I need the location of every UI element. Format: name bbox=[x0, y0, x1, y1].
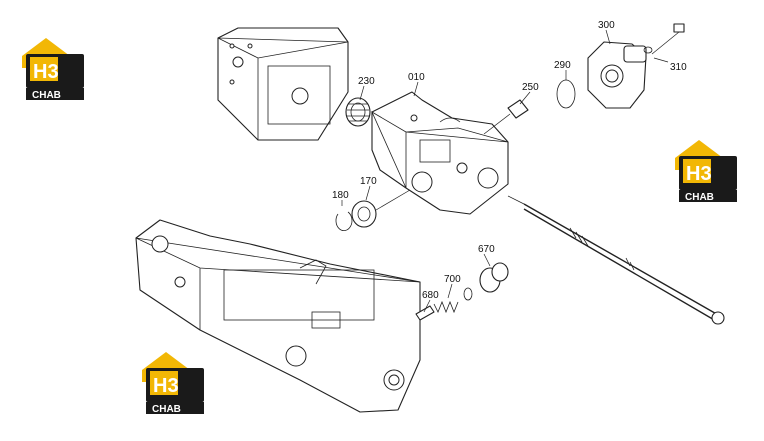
snap-ring-part-180 bbox=[335, 211, 353, 232]
o-ring-part-290 bbox=[556, 79, 576, 109]
logo-mark: H3 bbox=[153, 375, 179, 397]
callout-230: 230 bbox=[358, 76, 375, 87]
callout-250: 250 bbox=[522, 82, 539, 93]
spring-part-700 bbox=[433, 287, 473, 314]
callout-300: 300 bbox=[598, 20, 615, 31]
callout-170: 170 bbox=[360, 176, 377, 187]
logo-badge bbox=[150, 371, 178, 395]
logo-caption: CHAB bbox=[152, 404, 181, 415]
lower-housing bbox=[135, 219, 421, 413]
callout-labels: 230 010 250 290 300 310 170 180 670 700 … bbox=[332, 20, 687, 301]
spool-shaft bbox=[507, 195, 725, 325]
logo-band bbox=[26, 88, 84, 100]
callout-010: 010 bbox=[408, 72, 425, 83]
callout-700: 700 bbox=[444, 274, 461, 285]
leader-lines bbox=[341, 29, 669, 313]
valve-body-010 bbox=[371, 91, 509, 215]
callout-310: 310 bbox=[670, 62, 687, 73]
upper-housing-block bbox=[217, 27, 349, 141]
callout-290: 290 bbox=[554, 60, 571, 71]
logo-band bbox=[679, 190, 737, 202]
brand-logo: H3 CHAB bbox=[22, 38, 84, 101]
callout-180: 180 bbox=[332, 190, 349, 201]
bolt-part-310 bbox=[643, 23, 685, 55]
pin-part-250 bbox=[483, 99, 529, 135]
gear-part-230 bbox=[345, 97, 371, 127]
cover-part-300 bbox=[587, 41, 647, 109]
logo-caption: CHAB bbox=[32, 90, 61, 101]
logo-caption: CHAB bbox=[685, 192, 714, 203]
plug-part-670 bbox=[479, 262, 509, 293]
logo-mark: H3 bbox=[686, 163, 712, 185]
brand-logo: H3 CHAB bbox=[142, 352, 204, 415]
callout-680: 680 bbox=[422, 290, 439, 301]
plug-part-170 bbox=[351, 189, 411, 228]
logo-badge bbox=[30, 57, 58, 81]
logo-mark: H3 bbox=[33, 61, 59, 83]
callout-670: 670 bbox=[478, 244, 495, 255]
logo-band bbox=[146, 402, 204, 414]
logo-badge bbox=[683, 159, 711, 183]
brand-logo: H3 CHAB bbox=[675, 140, 737, 203]
